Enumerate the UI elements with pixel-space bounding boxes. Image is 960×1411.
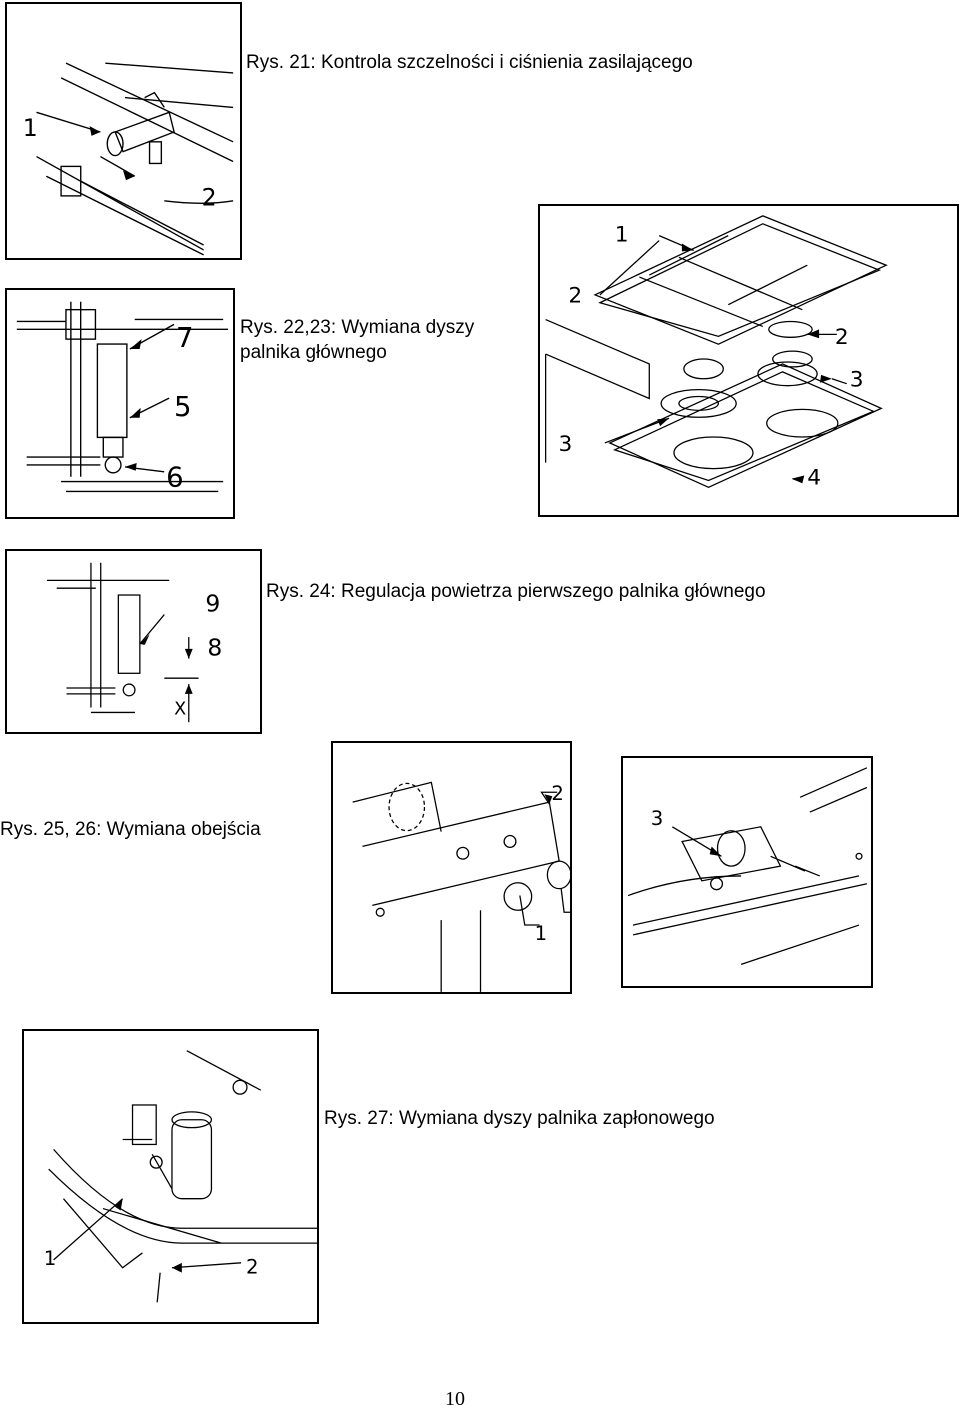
hob-callout-3-left: 3: [558, 432, 572, 457]
figure-27-drawing: 1 2: [44, 1050, 317, 1303]
figure-26-drawing: 3: [627, 767, 868, 965]
figure-24-callout-9: 9: [205, 590, 220, 618]
figure-hob-exploded: 1 2 2 3 3 4: [538, 204, 959, 517]
figure-25-drawing: 2 1 1: [352, 781, 570, 992]
figure-22-callout-5: 5: [174, 391, 192, 423]
figure-22-callout-7: 7: [176, 322, 194, 354]
figure-22-23-drawing: 7 5 6: [16, 301, 229, 494]
figure-24-drawing: 9 8 X: [46, 562, 222, 723]
hob-callout-4: 4: [807, 465, 821, 490]
figure-24-caption: Rys. 24: Regulacja powietrza pierwszego …: [266, 581, 766, 602]
figure-25-26-caption: Rys. 25, 26: Wymiana obejścia: [0, 819, 261, 840]
figure-25-callout-1-left: 1: [535, 922, 548, 945]
figure-22-23-caption: Rys. 22,23: Wymiana dyszy palnika główne…: [240, 315, 474, 365]
figure-22-callout-6: 6: [166, 462, 184, 494]
figure-22-23: 7 5 6: [5, 288, 235, 519]
figure-24-callout-8: 8: [207, 634, 222, 662]
hob-callout-2-left: 2: [568, 284, 582, 309]
figure-22-23-caption-line-1: Rys. 22,23: Wymiana dyszy: [240, 317, 475, 338]
figure-26-callout-3: 3: [651, 807, 664, 830]
figure-21-caption: Rys. 21: Kontrola szczelności i ciśnieni…: [246, 52, 693, 73]
figure-25-callout-2: 2: [551, 782, 564, 805]
figure-27-caption: Rys. 27: Wymiana dyszy palnika zapłonowe…: [324, 1108, 715, 1129]
page-number: 10: [445, 1388, 465, 1410]
hob-callout-1: 1: [615, 223, 629, 248]
figure-21-callout-1: 1: [23, 114, 38, 142]
figure-21: 1 2: [5, 2, 242, 260]
figure-24-callout-x: X: [174, 699, 186, 719]
hob-callout-3-right: 3: [850, 368, 864, 393]
figure-25: 2 1 1: [331, 741, 572, 994]
figure-26: 3: [621, 756, 873, 988]
figure-21-callout-2: 2: [202, 184, 217, 212]
figure-27-callout-2: 2: [246, 1256, 259, 1279]
figure-hob-drawing: 1 2 2 3 3 4: [544, 215, 888, 490]
figure-27: 1 2: [22, 1029, 319, 1324]
hob-callout-2-right: 2: [835, 325, 849, 350]
figure-22-23-caption-line-2: palnika głównego: [240, 342, 387, 363]
figure-27-callout-1: 1: [44, 1247, 57, 1270]
figure-24: 9 8 X: [5, 549, 262, 734]
figure-21-drawing: 1 2: [23, 62, 234, 256]
